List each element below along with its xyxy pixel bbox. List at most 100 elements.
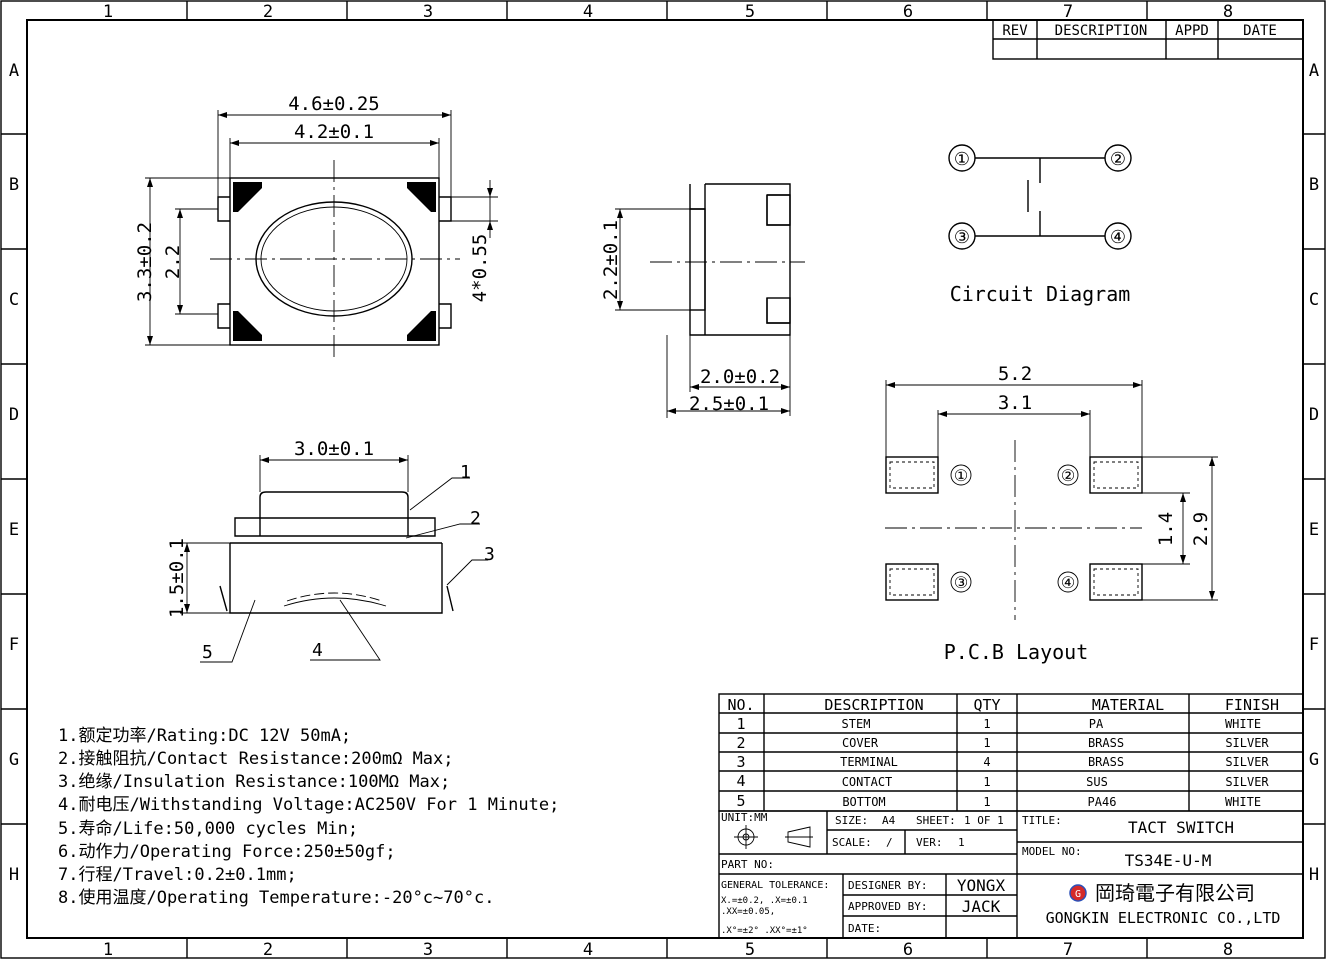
- row-label: B: [9, 175, 19, 195]
- side-view: 2.2±0.1 2.0±0.2 2.5±0.1: [600, 183, 805, 418]
- pcb-layout: ① ② ③ ④ 5.2 3.1 1.4 2.9 P.C.B Layout: [885, 363, 1218, 664]
- dim-body-depth: 2.0±0.2: [700, 366, 780, 388]
- bom-row-no: 1: [736, 715, 745, 733]
- logo-letter: G: [1075, 889, 1081, 900]
- bom-row-desc: STEM: [842, 717, 871, 731]
- row-label: G: [1309, 750, 1319, 770]
- col-label: 3: [423, 940, 433, 960]
- row-label: C: [9, 290, 19, 310]
- col-label: 3: [423, 2, 433, 22]
- bom-row-no: 2: [736, 734, 745, 752]
- company-logo-icon: G: [1069, 884, 1087, 902]
- bom-row-finish: SILVER: [1225, 736, 1269, 750]
- part-no-label: PART NO:: [721, 858, 774, 871]
- scale-value: /: [886, 836, 893, 849]
- bom-row-qty: 1: [983, 795, 990, 809]
- tolerance-line-3: .X°=±2° .XX°=±1°: [721, 926, 808, 936]
- dim-body-width: 4.2±0.1: [294, 121, 374, 143]
- bom-row-finish: SILVER: [1225, 775, 1269, 789]
- bom-header-material: MATERIAL: [1092, 696, 1164, 714]
- col-label: 1: [103, 2, 113, 22]
- bom-row-desc: TERMINAL: [840, 755, 898, 769]
- revision-table: REV DESCRIPTION APPD DATE: [992, 19, 1304, 60]
- bom-row-desc: BOTTOM: [842, 795, 885, 809]
- ver-label: VER:: [916, 836, 943, 849]
- unit-label: UNIT:MM: [721, 811, 768, 824]
- bom-row-desc: CONTACT: [842, 775, 893, 789]
- spec-line-4: 4.耐电压/Withstanding Voltage:AC250V For 1 …: [58, 795, 559, 815]
- dim-total-depth: 2.5±0.1: [689, 393, 769, 415]
- designer-label: DESIGNER BY:: [848, 879, 927, 892]
- row-label: B: [1309, 175, 1319, 195]
- circuit-diagram: ① ② ③ ④ Circuit Diagram: [948, 144, 1132, 306]
- dim-height: 3.3±0.2: [134, 222, 156, 302]
- specifications: 1.额定功率/Rating:DC 12V 50mA; 2.接触阻抗/Contac…: [58, 726, 559, 908]
- bom-row-qty: 1: [983, 717, 990, 731]
- row-label: G: [9, 750, 19, 770]
- company-name-en: GONGKIN ELECTRONIC CO.,LTD: [1046, 909, 1281, 927]
- row-label: H: [9, 865, 19, 885]
- pad-4-label: ④: [1061, 573, 1075, 592]
- pad-1-label: ①: [954, 466, 968, 485]
- col-label: 7: [1063, 940, 1073, 960]
- bom-row-qty: 1: [983, 736, 990, 750]
- dim-front-height: 1.5±0.1: [166, 538, 188, 618]
- projection-symbol-icon: [734, 825, 813, 849]
- column-labels-bottom: 1 2 3 4 5 6 7 8: [103, 940, 1233, 960]
- col-label: 6: [903, 2, 913, 22]
- col-label: 6: [903, 940, 913, 960]
- col-label: 8: [1223, 940, 1233, 960]
- designer-value: YONGX: [957, 876, 1006, 895]
- callout-3: 3: [484, 544, 495, 565]
- size-value: A4: [882, 814, 896, 827]
- callout-2: 2: [470, 508, 481, 529]
- pcb-caption: P.C.B Layout: [944, 640, 1089, 664]
- date-label: DATE:: [848, 922, 881, 935]
- row-label: C: [1309, 290, 1319, 310]
- circuit-caption: Circuit Diagram: [950, 282, 1131, 306]
- pcb-dim-outer: 5.2: [998, 363, 1032, 385]
- bom-header-qty: QTY: [973, 696, 1000, 714]
- scale-label: SCALE:: [832, 836, 872, 849]
- bom-row-no: 3: [736, 753, 745, 771]
- bom-row-material: PA46: [1088, 795, 1117, 809]
- col-label: 8: [1223, 2, 1233, 22]
- bom-header-no: NO.: [727, 696, 754, 714]
- bom-row-qty: 4: [983, 755, 990, 769]
- bom-row-material: BRASS: [1088, 736, 1124, 750]
- column-labels-top: 1 2 3 4 5 6 7 8: [103, 2, 1233, 22]
- col-label: 5: [745, 2, 755, 22]
- callout-1: 1: [460, 462, 471, 483]
- terminal-4-label: ④: [1110, 227, 1126, 248]
- bom-row-material: PA: [1089, 717, 1104, 731]
- spec-line-5: 5.寿命/Life:50,000 cycles Min;: [58, 819, 358, 839]
- spec-line-1: 1.额定功率/Rating:DC 12V 50mA;: [58, 726, 351, 746]
- front-view: 3.0±0.1 1.5±0.1 1 2 3 4 5: [166, 438, 495, 663]
- row-label: D: [1309, 405, 1319, 425]
- model-label: MODEL NO:: [1022, 845, 1082, 858]
- col-label: 1: [103, 940, 113, 960]
- spec-line-7: 7.行程/Travel:0.2±0.1mm;: [58, 865, 297, 885]
- model-value: TS34E-U-M: [1125, 851, 1212, 870]
- title-block: UNIT:MM SIZE: A4 SHEET: 1 OF 1 SCALE: / …: [718, 810, 1304, 939]
- terminal-1-label: ①: [954, 149, 970, 170]
- row-label: E: [9, 520, 19, 540]
- title-value: TACT SWITCH: [1128, 818, 1234, 837]
- callout-4: 4: [312, 640, 323, 661]
- row-label: F: [9, 635, 19, 655]
- dim-side-height: 2.2±0.1: [600, 220, 622, 300]
- spec-line-6: 6.动作力/Operating Force:250±50gf;: [58, 842, 396, 862]
- row-labels-right: A B C D E F G H: [1309, 61, 1319, 885]
- dim-stem-width: 3.0±0.1: [294, 438, 374, 460]
- col-label: 5: [745, 940, 755, 960]
- appd-header: APPD: [1175, 23, 1209, 39]
- pcb-dim-inner: 3.1: [998, 392, 1032, 414]
- row-label: H: [1309, 865, 1319, 885]
- bom-row-finish: WHITE: [1225, 795, 1261, 809]
- dim-inner-height: 2.2: [162, 245, 184, 279]
- row-label: A: [1309, 61, 1319, 81]
- size-label: SIZE:: [835, 814, 868, 827]
- row-label: A: [9, 61, 19, 81]
